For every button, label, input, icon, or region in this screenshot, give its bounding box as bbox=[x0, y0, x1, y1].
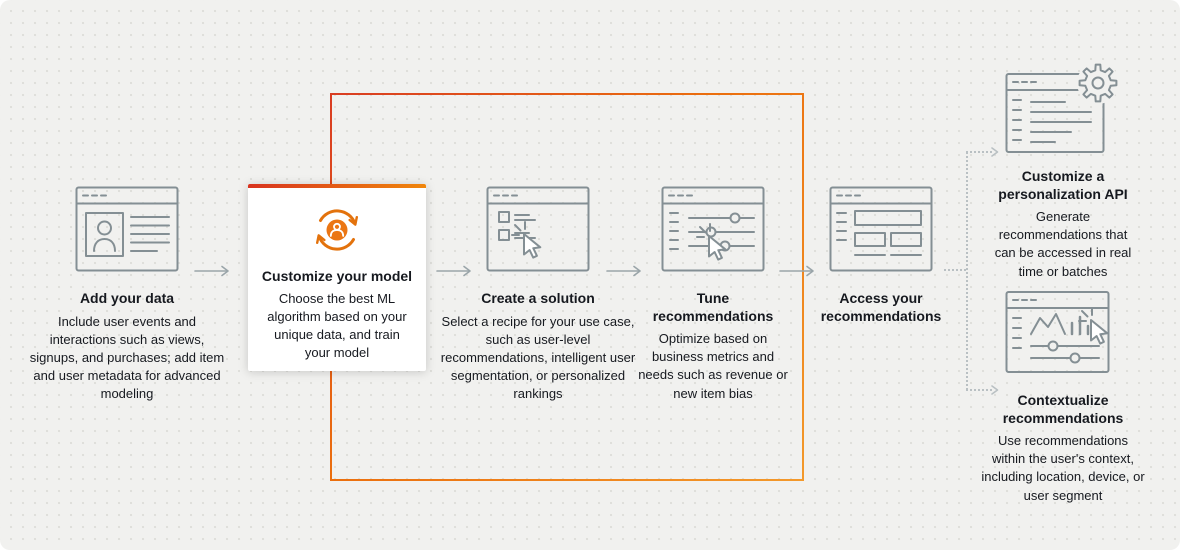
step-description: Include user events and interactions suc… bbox=[29, 313, 225, 402]
flow-arrow-icon bbox=[436, 264, 476, 282]
step-title: Tune recommendations bbox=[652, 290, 774, 324]
step-title: Add your data bbox=[79, 290, 175, 306]
step-title: Access your recommendations bbox=[820, 290, 942, 324]
dotted-connector-top-branch bbox=[966, 151, 992, 153]
dotted-connector-vertical bbox=[966, 152, 968, 390]
step-title: Customize your model bbox=[261, 268, 413, 284]
output-customize-personalization-api: Customize a personalization API Generate… bbox=[988, 60, 1138, 281]
output-description: Use recommendations within the user's co… bbox=[981, 433, 1145, 503]
card-accent-bar bbox=[248, 184, 426, 188]
browser-gear-icon bbox=[1005, 62, 1119, 153]
dotted-arrowhead-icon bbox=[991, 147, 999, 157]
output-title: Customize a personalization API bbox=[998, 168, 1128, 202]
flow-arrow-icon bbox=[606, 264, 646, 282]
step-description: Select a recipe for your use case, such … bbox=[440, 313, 636, 402]
browser-recipe-cursor-icon bbox=[486, 186, 590, 272]
flow-arrow-icon bbox=[779, 264, 819, 282]
step-title: Create a solution bbox=[481, 290, 595, 306]
step-customize-your-model-card: Customize your model Choose the best ML … bbox=[248, 184, 426, 371]
output-description: Generate recommendations that can be acc… bbox=[994, 209, 1132, 279]
browser-user-profile-icon bbox=[75, 186, 179, 272]
step-access-your-recommendations: Access your recommendations bbox=[798, 186, 964, 325]
dotted-arrowhead-icon bbox=[991, 385, 999, 395]
browser-analytics-cursor-icon bbox=[1005, 291, 1110, 373]
step-create-a-solution: Create a solution Select a recipe for yo… bbox=[440, 186, 636, 403]
user-training-cycle-icon bbox=[316, 209, 358, 251]
step-add-your-data: Add your data Include user events and in… bbox=[22, 186, 232, 403]
step-tune-recommendations: Tune recommendations Optimize based on b… bbox=[628, 186, 798, 403]
browser-results-icon bbox=[829, 186, 933, 272]
output-title: Contextualize recommendations bbox=[1002, 392, 1124, 426]
flow-arrow-icon bbox=[194, 264, 234, 282]
step-description: Optimize based on business metrics and n… bbox=[638, 331, 788, 401]
dotted-connector-stub bbox=[944, 269, 966, 271]
output-contextualize-recommendations: Contextualize recommendations Use recomm… bbox=[981, 286, 1145, 505]
dotted-connector-bottom-branch bbox=[966, 389, 992, 391]
step-description: Choose the best ML algorithm based on yo… bbox=[267, 290, 407, 361]
browser-sliders-cursor-icon bbox=[661, 186, 765, 272]
